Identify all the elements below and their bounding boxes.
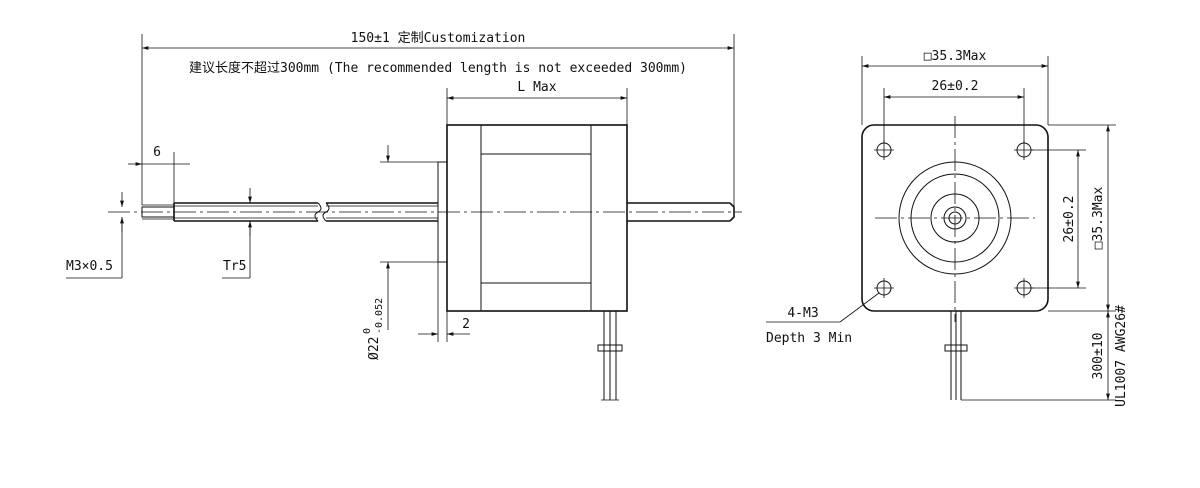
dim-shaft-tip: 6 xyxy=(128,145,190,203)
dim-frame-top: □35.3Max xyxy=(861,49,1049,125)
front-view: □35.3Max 26±0.2 26±0.2 □35.3Max 4-M xyxy=(766,49,1129,407)
front-lead-wires xyxy=(944,311,968,400)
dim-hole-spacing-side: 26±0.2 xyxy=(1031,149,1086,289)
boss-diameter-label: Ø22 xyxy=(367,337,382,360)
boss-height-label: 2 xyxy=(462,317,470,332)
boss-tolerance-lower: -0.052 xyxy=(374,298,385,334)
frame-size-top-label: □35.3Max xyxy=(924,49,987,64)
dim-l-max: L Max xyxy=(446,80,628,125)
rear-shaft xyxy=(627,202,735,222)
mount-holes-label: 4-M3 xyxy=(787,306,818,321)
dim-hole-spacing-top: 26±0.2 xyxy=(883,79,1025,143)
dim-total-length: 150±1 定制Customization 建议长度不超过300mm (The … xyxy=(141,31,735,210)
dim-boss-height: 2 xyxy=(418,262,470,342)
mount-depth-label: Depth 3 Min xyxy=(766,331,852,346)
hole-spacing-side-label: 26±0.2 xyxy=(1062,196,1077,243)
boss-tolerance-upper: 0 xyxy=(362,328,373,334)
lead-length-label: 300±10 xyxy=(1091,333,1106,380)
dim-lead-screw: Tr5 xyxy=(222,188,252,279)
side-lead-wires xyxy=(597,311,623,401)
lead-screw-rod xyxy=(173,202,438,222)
thread-label: M3×0.5 xyxy=(66,259,113,274)
dim-thread: M3×0.5 xyxy=(66,192,124,279)
front-boss-circles xyxy=(898,161,1012,275)
dim-boss-diameter: Ø22 0 -0.052 xyxy=(362,145,438,360)
hole-spacing-top-label: 26±0.2 xyxy=(932,79,979,94)
dim-mount-holes: 4-M3 Depth 3 Min xyxy=(766,292,880,346)
lead-screw-label: Tr5 xyxy=(223,259,246,274)
frame-size-side-label: □35.3Max xyxy=(1091,187,1106,250)
dim-lead-length: 300±10 UL1007 AWG26# xyxy=(961,305,1129,407)
wire-spec-label: UL1007 AWG26# xyxy=(1114,305,1129,407)
motor-body xyxy=(446,124,628,312)
total-length-label: 150±1 定制Customization xyxy=(351,31,526,46)
l-max-label: L Max xyxy=(517,80,556,95)
recommended-length-label: 建议长度不超过300mm (The recommended length is … xyxy=(189,60,687,76)
shaft-tip-label: 6 xyxy=(153,145,161,160)
dim-frame-side: □35.3Max xyxy=(1048,124,1116,312)
side-view: 150±1 定制Customization 建议长度不超过300mm (The … xyxy=(66,31,742,401)
